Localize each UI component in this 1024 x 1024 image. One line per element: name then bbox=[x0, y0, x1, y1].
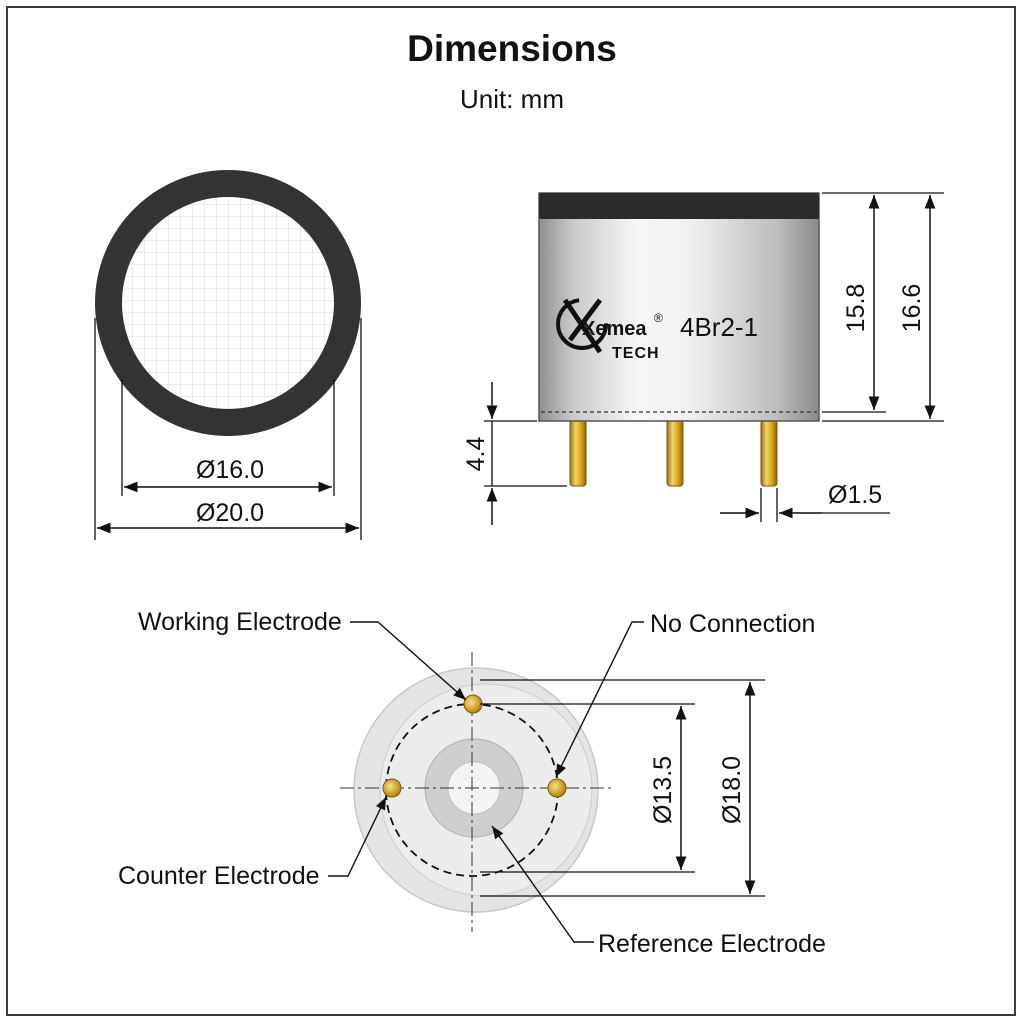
model-label: 4Br2-1 bbox=[680, 312, 758, 342]
unit-subtitle: Unit: mm bbox=[460, 84, 564, 114]
brand-sub: TECH bbox=[612, 345, 660, 362]
pin-right bbox=[760, 419, 778, 487]
total-height-label: 16.6 bbox=[898, 284, 926, 333]
outer-diameter-label: Ø20.0 bbox=[196, 499, 264, 527]
pin-diameter-label: Ø1.5 bbox=[828, 481, 882, 509]
counter-electrode-label: Counter Electrode bbox=[118, 862, 320, 890]
body-diameter-label: Ø18.0 bbox=[718, 756, 746, 824]
pin-middle bbox=[666, 419, 684, 487]
body-height-label: 15.8 bbox=[842, 284, 870, 333]
page-title: Dimensions bbox=[407, 28, 617, 69]
side-view: Xemea ® TECH 4Br2-1 15.8 16.6 4.4 Ø1.5 bbox=[462, 192, 944, 525]
mesh-window bbox=[122, 197, 334, 409]
sensor-cap bbox=[539, 193, 819, 219]
brand-name: Xemea bbox=[582, 318, 647, 340]
bottom-view: Working Electrode No Connection Counter … bbox=[118, 608, 826, 958]
brand-logo: Xemea ® TECH bbox=[556, 298, 663, 362]
pin-circle-diameter-label: Ø13.5 bbox=[649, 756, 677, 824]
working-electrode-pin bbox=[463, 694, 483, 714]
sensor-body bbox=[538, 192, 820, 422]
inner-diameter-label: Ø16.0 bbox=[196, 456, 264, 484]
counter-electrode-pin bbox=[382, 778, 402, 798]
pin-left bbox=[569, 419, 587, 487]
no-connection-pin bbox=[547, 778, 567, 798]
top-view: Ø16.0 Ø20.0 bbox=[94, 170, 362, 540]
pin-length-label: 4.4 bbox=[462, 437, 490, 472]
brand-registered: ® bbox=[654, 311, 663, 325]
working-electrode-label: Working Electrode bbox=[138, 608, 342, 636]
reference-electrode-label: Reference Electrode bbox=[598, 930, 826, 958]
no-connection-label: No Connection bbox=[650, 610, 815, 638]
